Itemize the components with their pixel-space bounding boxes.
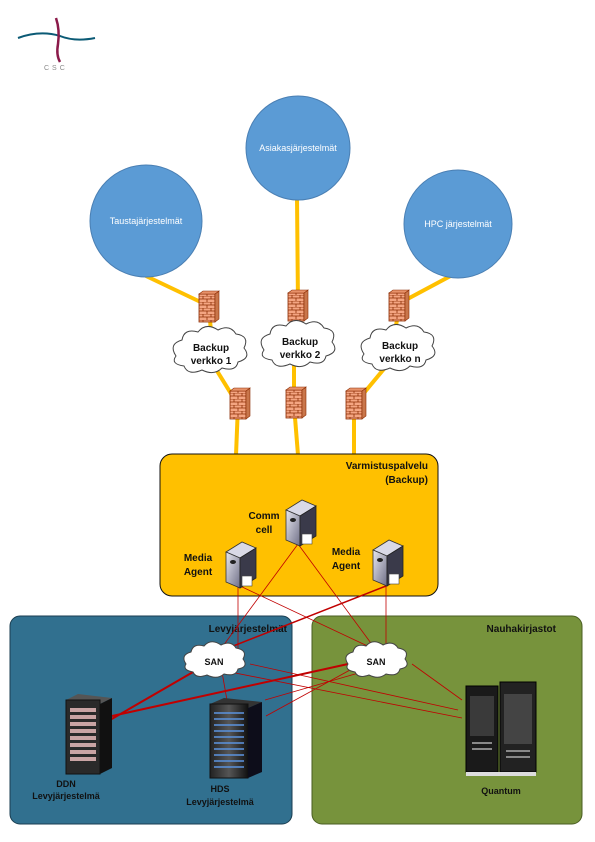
network-line1: Backup xyxy=(382,341,418,352)
media-agent-right-server: Media Agent xyxy=(332,539,404,587)
san-links xyxy=(109,543,463,721)
firewall-icon xyxy=(287,289,309,322)
commcell-line1: Comm xyxy=(248,511,279,522)
commcell-line2: cell xyxy=(256,525,273,536)
ddn-line2: Levyjärjestelmä xyxy=(32,791,101,801)
system-hpc: HPC järjestelmät xyxy=(403,169,513,279)
ddn-storage-rack: DDN Levyjärjestelmä xyxy=(32,694,112,801)
hds-line2: Levyjärjestelmä xyxy=(186,797,255,807)
hds-storage-rack: HDS Levyjärjestelmä xyxy=(186,698,262,807)
firewall-icon xyxy=(388,289,410,322)
tape-libraries-box: Nauhakirjastot xyxy=(311,615,583,825)
media-agent-line1: Media xyxy=(332,547,361,558)
san-label: SAN xyxy=(366,657,385,667)
network-line2: verkko 2 xyxy=(280,350,321,361)
system-label: Taustajärjestelmät xyxy=(110,216,183,226)
quantum-tape-library: Quantum xyxy=(465,681,537,796)
csc-logo: CSC xyxy=(17,17,96,72)
firewall-icon xyxy=(345,387,367,420)
system-taustajarjestelmat: Taustajärjestelmät xyxy=(89,164,203,278)
media-agent-line1: Media xyxy=(184,553,213,564)
firewall-icon xyxy=(229,387,251,420)
san-label: SAN xyxy=(204,657,223,667)
network-line1: Backup xyxy=(193,343,229,354)
disk-systems-title: Levyjärjestelmät xyxy=(209,624,288,635)
firewall-icon xyxy=(285,386,307,419)
backup-service-subtitle: (Backup) xyxy=(385,475,428,486)
hds-line1: HDS xyxy=(210,784,229,794)
network-line2: verkko 1 xyxy=(191,356,232,367)
commcell-server: Comm cell xyxy=(248,499,317,547)
backup-service-title: Varmistuspalvelu xyxy=(346,461,428,472)
ddn-line1: DDN xyxy=(56,779,76,789)
backup-network-2-cloud: Backup verkko 2 xyxy=(260,320,336,368)
san-cloud-right: SAN xyxy=(345,641,408,678)
tape-libraries-title: Nauhakirjastot xyxy=(487,624,557,635)
media-agent-line2: Agent xyxy=(184,567,213,578)
backup-network-n-cloud: Backup verkko n xyxy=(360,324,436,372)
logo-text: CSC xyxy=(44,65,68,72)
media-agent-line2: Agent xyxy=(332,561,361,572)
server-icon xyxy=(225,541,257,589)
server-icon xyxy=(285,499,317,547)
system-asiakasjarjestelmat: Asiakasjärjestelmät xyxy=(245,95,351,201)
system-label: HPC järjestelmät xyxy=(424,219,492,229)
backup-network-1-cloud: Backup verkko 1 xyxy=(172,326,248,374)
quantum-label: Quantum xyxy=(481,786,521,796)
network-line2: verkko n xyxy=(379,354,420,365)
server-icon xyxy=(372,539,404,587)
media-agent-left-server: Media Agent xyxy=(184,541,257,589)
network-line1: Backup xyxy=(282,337,318,348)
system-label: Asiakasjärjestelmät xyxy=(259,143,337,153)
san-cloud-left: SAN xyxy=(183,641,246,678)
firewall-icon xyxy=(198,290,220,323)
